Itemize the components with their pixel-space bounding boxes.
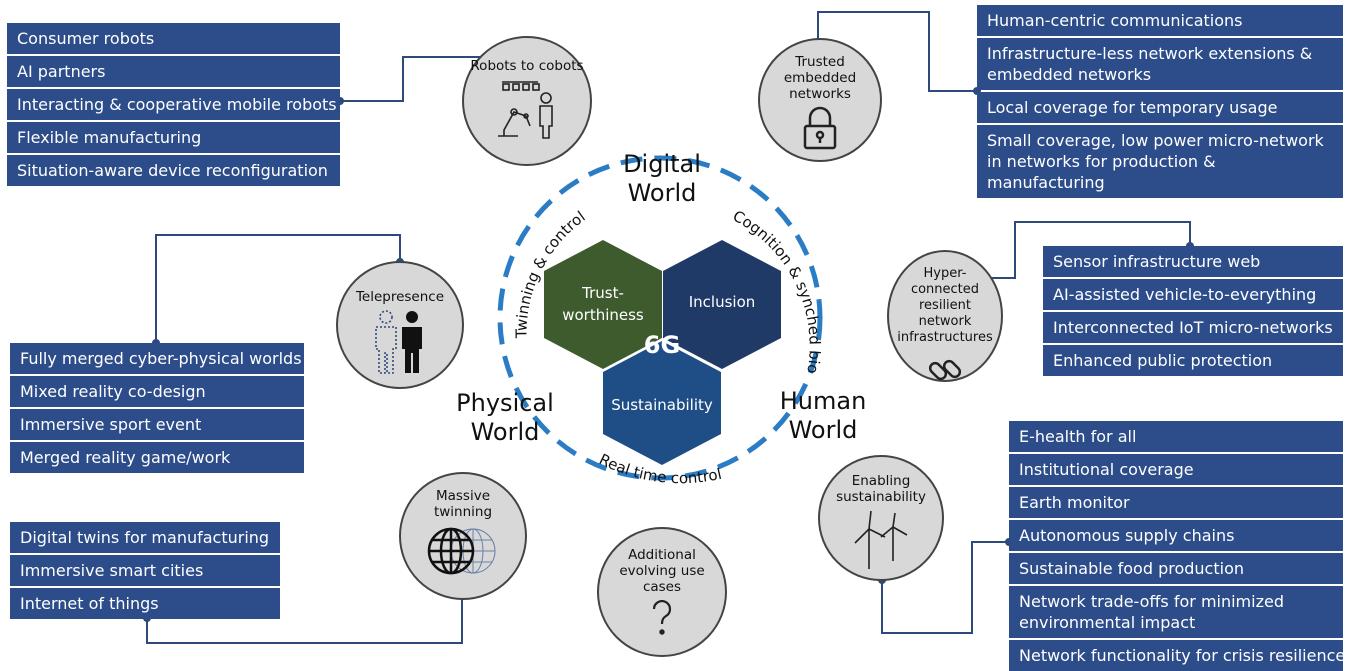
circle-sustainability: Enabling sustainability xyxy=(818,455,944,581)
list-item: Institutional coverage xyxy=(1009,454,1343,485)
circle-title: Massive twinning xyxy=(433,488,493,520)
list-item: Immersive smart cities xyxy=(10,555,280,586)
list-item: Network functionality for crisis resilie… xyxy=(1009,640,1345,671)
connector-trusted xyxy=(817,11,977,92)
list-item: Infrastructure-less network extensions &… xyxy=(977,38,1343,90)
list-item: Human-centric communications xyxy=(977,5,1343,36)
hex-sustainability xyxy=(603,341,721,465)
hex-trust-label-1: Trust- xyxy=(581,284,624,302)
connector-telepresence xyxy=(155,234,401,343)
circle-trusted: Trusted embedded networks xyxy=(758,38,882,162)
lock-icon xyxy=(760,106,880,154)
panel-telepresence: Fully merged cyber-physical worlds Mixed… xyxy=(10,343,304,473)
circle-hyper: Hyper-connected resilient network infras… xyxy=(887,250,1003,382)
list-item: Merged reality game/work xyxy=(10,442,304,473)
list-item: Interconnected IoT micro-networks xyxy=(1043,312,1343,343)
list-item: Flexible manufacturing xyxy=(7,122,340,153)
connector-hyper xyxy=(985,221,1191,279)
list-item: Mixed reality co-design xyxy=(10,376,304,407)
hex-inclusion xyxy=(663,240,781,369)
list-item: Digital twins for manufacturing xyxy=(10,522,280,553)
circle-title: Enabling sustainability xyxy=(836,473,926,505)
list-item: Network trade-offs for minimized environ… xyxy=(1009,586,1343,638)
circle-robots: Robots to cobots xyxy=(462,36,592,166)
circle-title: Telepresence xyxy=(355,289,445,305)
circle-title: Trusted embedded networks xyxy=(783,54,857,102)
list-item: Sustainable food production xyxy=(1009,553,1343,584)
wind-turbine-icon xyxy=(820,509,942,575)
circle-telepresence: Telepresence xyxy=(336,261,464,389)
list-item: AI-assisted vehicle-to-everything xyxy=(1043,279,1343,310)
question-icon xyxy=(599,599,725,643)
connector-twinning xyxy=(146,589,463,644)
panel-trusted: Human-centric communications Infrastruct… xyxy=(977,5,1343,198)
circle-title: Hyper-connected resilient network infras… xyxy=(897,266,993,345)
panel-robots: Consumer robots AI partners Interacting … xyxy=(7,23,340,186)
panel-twinning: Digital twins for manufacturing Immersiv… xyxy=(10,522,280,619)
list-item: Consumer robots xyxy=(7,23,340,54)
list-item: Fully merged cyber-physical worlds xyxy=(10,343,304,374)
hex-trustworthiness xyxy=(544,240,662,369)
list-item: Earth monitor xyxy=(1009,487,1343,518)
circle-title: Additional evolving use cases xyxy=(619,547,705,595)
list-item: Internet of things xyxy=(10,588,280,619)
6g-label: 6G xyxy=(644,331,680,359)
connector-robots xyxy=(340,56,488,102)
list-item: E-health for all xyxy=(1009,421,1343,452)
circle-twinning: Massive twinning xyxy=(399,472,527,600)
list-item: Situation-aware device reconfiguration xyxy=(7,155,340,186)
list-item: Sensor infrastructure web xyxy=(1043,246,1343,277)
connector-sustainability xyxy=(881,541,1009,634)
dashed-ring xyxy=(497,155,823,481)
list-item: Interacting & cooperative mobile robots xyxy=(7,89,340,120)
panel-hyper: Sensor infrastructure web AI-assisted ve… xyxy=(1043,246,1343,376)
list-item: Small coverage, low power micro-network … xyxy=(977,125,1343,198)
robot-arm-icon xyxy=(464,78,590,144)
list-item: AI partners xyxy=(7,56,340,87)
circle-additional: Additional evolving use cases xyxy=(597,527,727,657)
list-item: Enhanced public protection xyxy=(1043,345,1343,376)
hex-inclusion-label: Inclusion xyxy=(689,293,756,311)
circle-title: Robots to cobots xyxy=(470,58,584,74)
panel-sustainability: E-health for all Institutional coverage … xyxy=(1009,421,1345,671)
center-6g-diagram: Trust- worthiness Inclusion Sustainabili… xyxy=(497,155,824,487)
link-icon xyxy=(889,350,1001,394)
people-icon xyxy=(338,309,462,379)
list-item: Immersive sport event xyxy=(10,409,304,440)
hex-sustainability-label: Sustainability xyxy=(611,396,713,414)
globe-icon xyxy=(401,524,525,582)
list-item: Local coverage for temporary usage xyxy=(977,92,1343,123)
list-item: Autonomous supply chains xyxy=(1009,520,1343,551)
hex-trust-label-2: worthiness xyxy=(562,306,644,324)
